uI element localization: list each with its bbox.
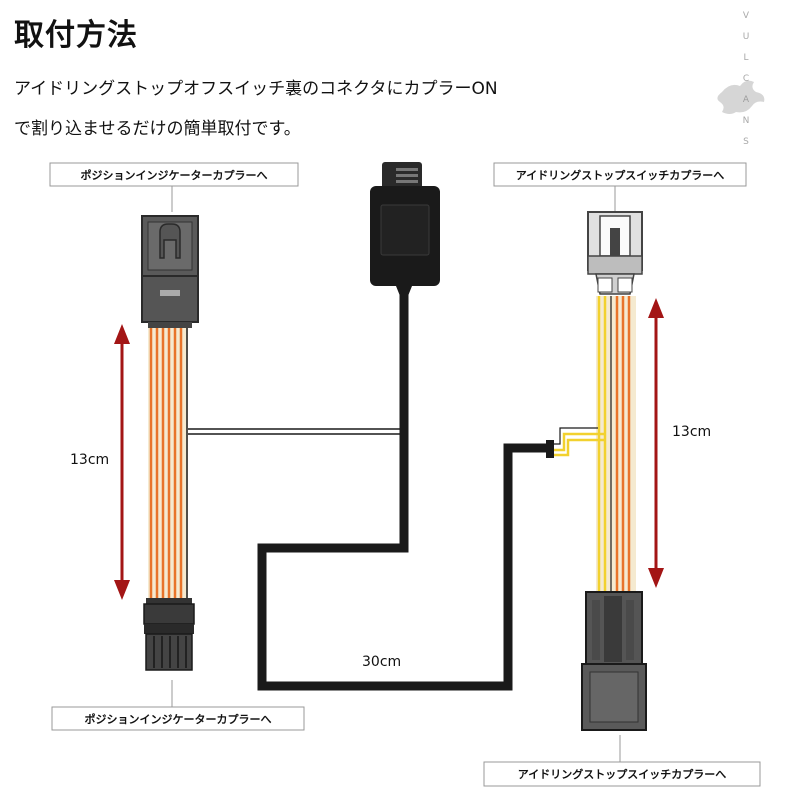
description-line-2: で割り込ませるだけの簡単取付です。	[14, 119, 301, 139]
callout-box-right-bottom	[483, 735, 761, 787]
callout-box-left-top	[49, 162, 299, 212]
callout-box-left-bottom	[51, 680, 305, 731]
right-harness	[546, 211, 647, 731]
left-length-label: 13cm	[70, 452, 110, 468]
branch-wire-left	[186, 428, 402, 435]
callout-left-top-label: ポジションインジケーターカプラーへ	[80, 168, 268, 182]
callout-right-top-label: アイドリングストップスイッチカプラーへ	[515, 168, 725, 182]
logo-letter: V	[742, 11, 750, 21]
page-title: 取付方法	[14, 18, 138, 53]
left-harness	[141, 215, 199, 671]
right-wire-bundle	[596, 296, 636, 592]
left-top-connector	[141, 215, 199, 328]
logo-emblem	[717, 80, 765, 114]
logo-letter: L	[743, 53, 749, 63]
logo-letter: S	[743, 137, 749, 147]
left-dimension-arrow	[114, 324, 130, 600]
right-top-connector	[587, 211, 643, 295]
branch-wire-right	[546, 427, 604, 458]
inline-switch-unit	[370, 162, 440, 296]
callout-left-bottom-label: ポジションインジケーターカプラーへ	[84, 712, 272, 726]
left-wire-bundle	[148, 328, 188, 600]
left-bottom-connector	[143, 598, 195, 671]
logo-letter: A	[736, 90, 756, 111]
right-bottom-connector	[581, 591, 647, 731]
logo-letter: U	[742, 32, 750, 42]
callout-right-bottom-label: アイドリングストップスイッチカプラーへ	[517, 768, 727, 781]
description-line-1: アイドリングストップオフスイッチ裏のコネクタにカプラーON	[14, 79, 498, 99]
callout-box-right-top	[493, 162, 747, 212]
right-length-label: 13cm	[672, 424, 712, 440]
logo-letter: C	[742, 74, 750, 84]
main-cable	[257, 288, 548, 691]
cable-length-label: 30cm	[362, 654, 402, 670]
brand-logo: V U L C A N S	[736, 6, 756, 153]
right-dimension-arrow	[648, 298, 664, 588]
logo-letter: N	[742, 116, 750, 126]
